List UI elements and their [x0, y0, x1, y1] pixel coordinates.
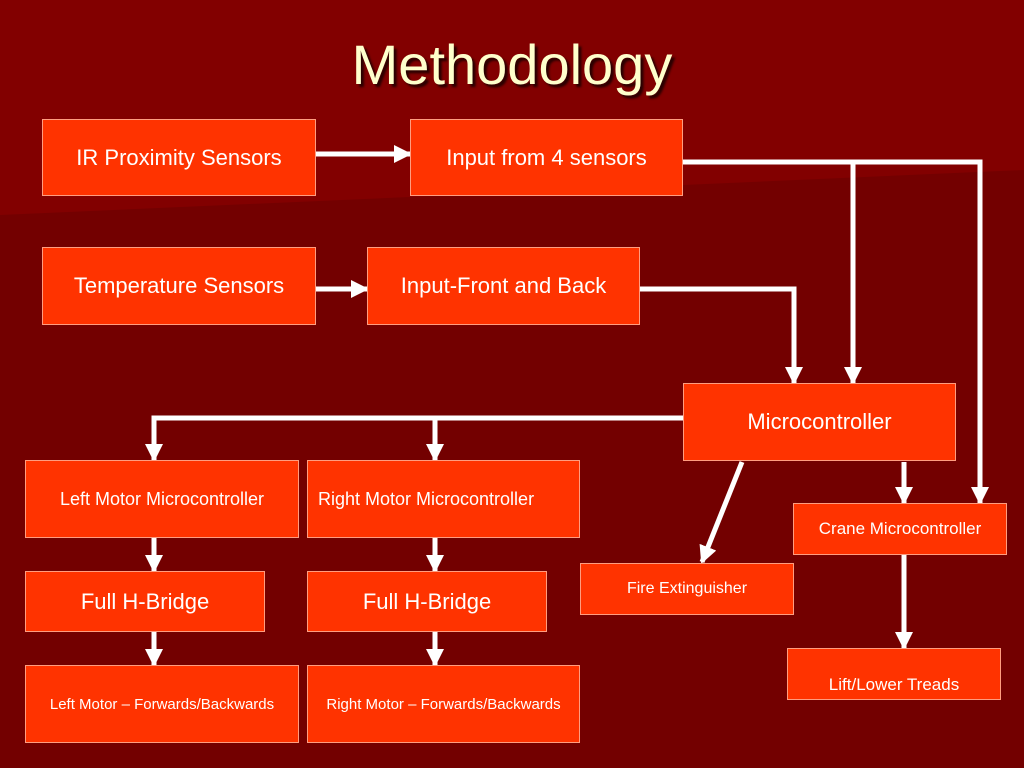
crane-microcontroller-box: Crane Microcontroller	[793, 503, 1007, 555]
slide-title: Methodology	[351, 33, 673, 96]
right-motor-microcontroller-box: Right Motor Microcontroller	[307, 460, 580, 538]
left-full-h-bridge-box: Full H-Bridge	[25, 571, 265, 632]
arrow-micro-to-fire	[699, 461, 745, 564]
microcontroller-box: Microcontroller	[683, 383, 956, 461]
arrow-input4-to-crane	[853, 159, 989, 505]
temperature-sensors-box: Temperature Sensors	[42, 247, 316, 325]
lift-lower-treads-box: Lift/Lower Treads	[787, 648, 1001, 700]
left-motor-box: Left Motor – Forwards/Backwards	[25, 665, 299, 743]
ir-proximity-sensors-box: IR Proximity Sensors	[42, 119, 316, 196]
arrow-inputfb-to-micro	[640, 286, 803, 385]
right-full-h-bridge-box: Full H-Bridge	[307, 571, 547, 632]
arrow-input4-to-micro	[683, 159, 862, 385]
fire-extinguisher-box: Fire Extinguisher	[580, 563, 794, 615]
input-front-and-back-box: Input-Front and Back	[367, 247, 640, 325]
arrow-micro-to-leftmc	[145, 415, 683, 462]
right-motor-box: Right Motor – Forwards/Backwards	[307, 665, 580, 743]
input-from-4-sensors-box: Input from 4 sensors	[410, 119, 683, 196]
left-motor-microcontroller-box: Left Motor Microcontroller	[25, 460, 299, 538]
